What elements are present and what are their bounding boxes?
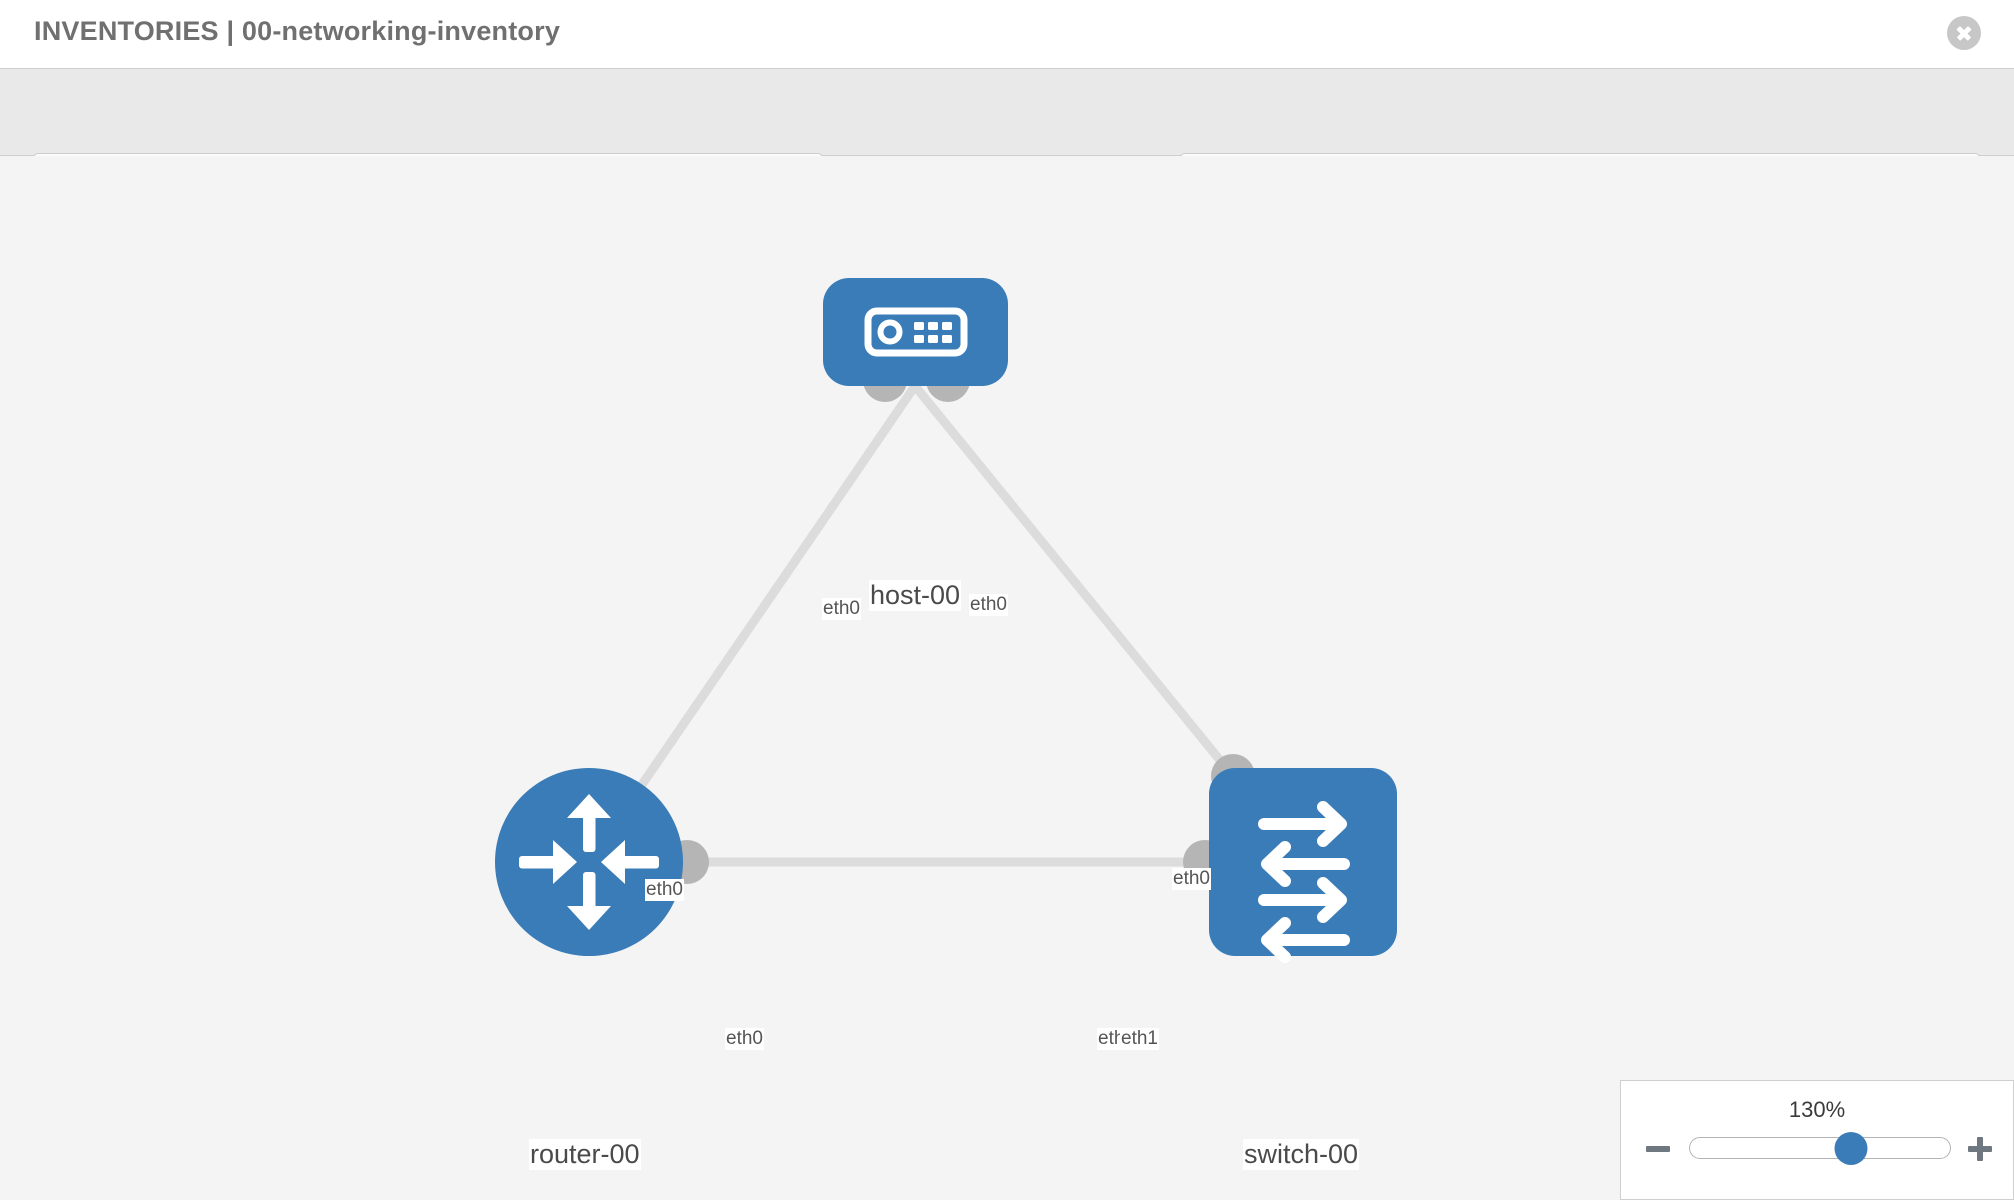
interface-label: eth0 (969, 594, 1008, 616)
zoom-slider[interactable] (1689, 1132, 1951, 1165)
zoom-out-button[interactable] (1643, 1133, 1673, 1163)
close-icon[interactable] (1947, 16, 1981, 50)
interface-label: eth0 (1172, 868, 1211, 890)
interface-label: eth1 (1120, 1028, 1159, 1050)
node-label-host-00: host-00 (869, 580, 962, 612)
zoom-level-value: 130% (1788, 1097, 1846, 1122)
page-header: INVENTORIES | 00-networking-inventory (0, 0, 2014, 68)
interface-label: eth0 (822, 598, 861, 620)
topology-canvas[interactable]: host-00 router-00 switch-00 eth0 eth0 et… (0, 156, 2014, 1200)
topology-graph (495, 278, 1397, 963)
node-label-router-00: router-00 (529, 1139, 641, 1171)
zoom-slider-thumb[interactable] (1834, 1132, 1868, 1165)
node-host-00[interactable] (823, 278, 1008, 386)
node-switch-00[interactable] (1209, 768, 1397, 963)
zoom-in-button[interactable] (1965, 1133, 1995, 1163)
interface-label: eth (1097, 1028, 1126, 1050)
page-title: INVENTORIES | 00-networking-inventory (34, 16, 561, 46)
link-host00-router00[interactable] (585, 383, 919, 865)
zoom-control-panel: 130% (1620, 1080, 2014, 1200)
interface-label: eth0 (725, 1028, 764, 1050)
interface-label: eth0 (645, 879, 684, 901)
toolbar: ACTIONS SEARCH (0, 68, 2014, 205)
node-label-switch-00: switch-00 (1243, 1139, 1360, 1171)
node-router-00[interactable] (495, 768, 683, 956)
topology-links (585, 383, 1307, 867)
